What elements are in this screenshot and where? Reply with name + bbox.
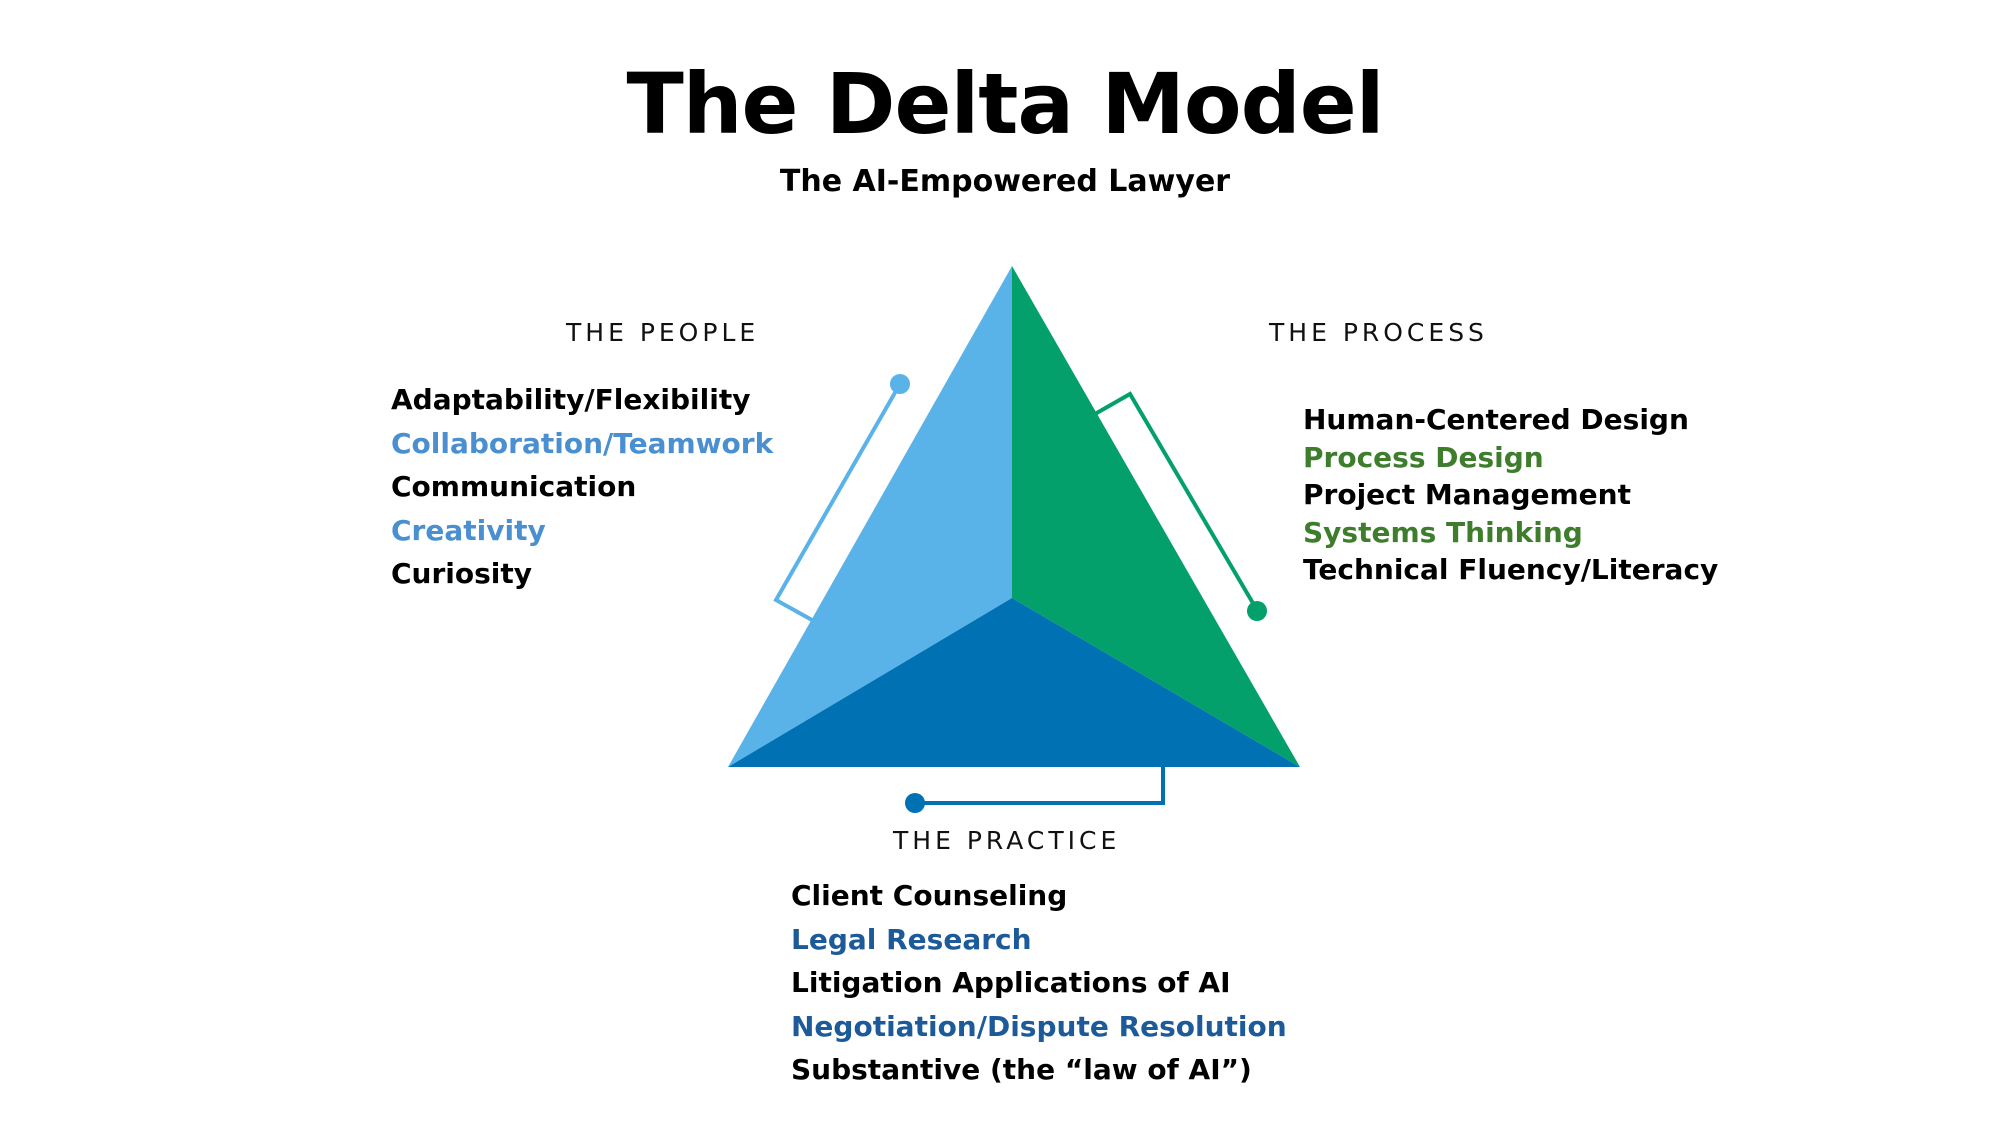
process-connector-dot [1247,601,1267,621]
practice-connector-line [915,766,1165,805]
people-skill-item: Curiosity [391,557,533,590]
practice-heading: THE PRACTICE [893,826,1121,855]
diagram-title: The Delta Model [626,55,1384,153]
practice-face [728,598,1300,767]
process-skill-item: Systems Thinking [1303,515,1583,549]
practice-skill-item: Litigation Applications of AI [791,966,1231,999]
people-skill-item: Creativity [391,513,546,547]
practice-skill-item: Legal Research [791,922,1032,956]
people-skills-list: Adaptability/Flexibility Collaboration/T… [391,378,773,596]
process-skills-list: Human-Centered Design Process Design Pro… [1303,401,1718,589]
people-skill-item: Communication [391,470,637,503]
process-skill-item: Technical Fluency/Literacy [1303,553,1719,586]
people-connector-dot [890,374,910,394]
people-connector-line [773,383,902,622]
people-connector [773,374,910,622]
practice-skill-item: Substantive (the “law of AI”) [791,1053,1252,1086]
process-skill-item: Project Management [1303,478,1631,511]
process-heading: THE PROCESS [1269,318,1488,347]
diagram-subtitle: The AI-Empowered Lawyer [779,164,1231,199]
process-connector [1094,391,1267,621]
practice-connector [905,766,1165,813]
practice-skill-item: Client Counseling [791,879,1068,912]
process-connector-line [1094,391,1259,612]
process-skill-item: Human-Centered Design [1303,403,1689,436]
people-skill-item: Collaboration/Teamwork [391,426,774,460]
people-heading: THE PEOPLE [566,318,760,347]
people-face [728,266,1012,767]
practice-connector-dot [905,793,925,813]
process-skill-item: Process Design [1303,440,1544,474]
practice-skills-list: Client Counseling Legal Research Litigat… [791,874,1287,1092]
practice-skill-item: Negotiation/Dispute Resolution [791,1009,1287,1043]
process-face [1012,266,1300,767]
people-skill-item: Adaptability/Flexibility [391,383,751,416]
